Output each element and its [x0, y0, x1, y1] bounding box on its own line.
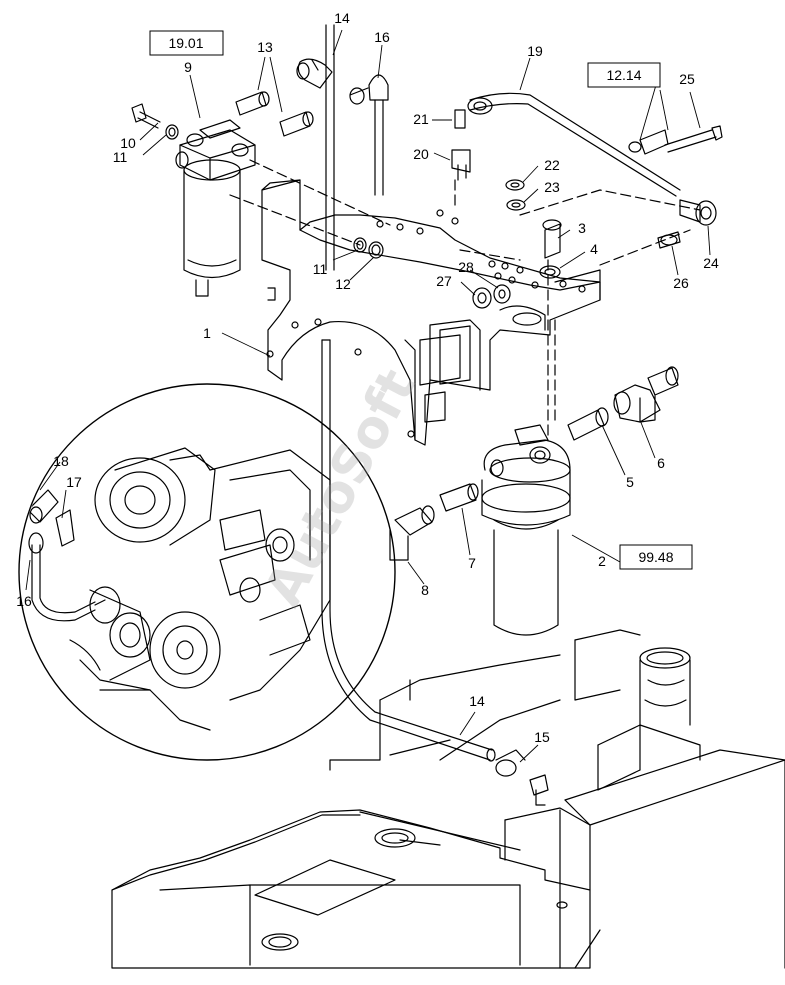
callout-14-a: 14: [334, 10, 350, 26]
callout-4: 4: [590, 241, 598, 257]
bolt-3: [539, 219, 562, 279]
callout-19: 19: [527, 43, 543, 59]
callout-25: 25: [679, 71, 695, 87]
clamp-15: [495, 749, 549, 806]
callout-24: 24: [703, 255, 719, 271]
callout-9: 9: [184, 59, 192, 75]
alignment-lines: [229, 159, 701, 441]
bolt-10: [131, 103, 179, 140]
engine-detail-inset: [18, 383, 396, 761]
mounting-bracket-1: [261, 179, 601, 446]
nuts-27-28: [472, 284, 511, 309]
callout-15: 15: [534, 729, 550, 745]
ref-box-19-01: 19.01: [149, 30, 224, 56]
callout-11-a: 11: [113, 149, 128, 165]
callout-14-b: 14: [469, 693, 485, 709]
callout-17: 17: [66, 474, 82, 490]
fittings-24-25-26: [628, 125, 723, 249]
ref-box-99-48: 99.48: [619, 544, 693, 570]
callout-6: 6: [657, 455, 665, 471]
callout-3: 3: [578, 220, 586, 236]
callout-2: 2: [598, 553, 606, 569]
callout-16-b: 16: [16, 593, 32, 609]
callout-18: 18: [53, 453, 69, 469]
fittings-5-6-7-8: [389, 366, 679, 561]
rod-19: [467, 92, 681, 197]
callout-13: 13: [257, 39, 273, 55]
callout-23: 23: [544, 179, 560, 195]
callout-22: 22: [544, 157, 560, 173]
ref-12-14-text: 12.14: [606, 67, 641, 83]
fuel-tank: [111, 629, 785, 969]
callout-11-b: 11: [313, 261, 328, 277]
callout-26: 26: [673, 275, 689, 291]
callout-20: 20: [413, 146, 429, 162]
hose-16: [349, 74, 389, 196]
callout-7: 7: [468, 555, 476, 571]
washers-11-12: [353, 237, 384, 259]
callout-8: 8: [421, 582, 429, 598]
ref-box-12-14: 12.14: [587, 62, 661, 88]
callout-21: 21: [413, 111, 429, 127]
hydraulic-filter-2: [481, 424, 571, 636]
ref-99-48-text: 99.48: [638, 549, 673, 565]
callout-5: 5: [626, 474, 634, 490]
callout-1: 1: [203, 325, 211, 341]
callout-12: 12: [335, 276, 351, 292]
leader-lines: [25, 29, 711, 763]
callouts: 1 2 3 4 5 6 7 8 9 10 11 11 12 13 14 14 1…: [16, 10, 719, 745]
fuel-filter-9: [175, 119, 256, 297]
ref-19-01-text: 19.01: [168, 35, 203, 51]
callout-10: 10: [120, 135, 136, 151]
fittings-13: [235, 58, 333, 137]
callout-28: 28: [458, 259, 474, 275]
callout-27: 27: [436, 273, 452, 289]
callout-16-a: 16: [374, 29, 390, 45]
nuts-22-23: [451, 109, 526, 211]
